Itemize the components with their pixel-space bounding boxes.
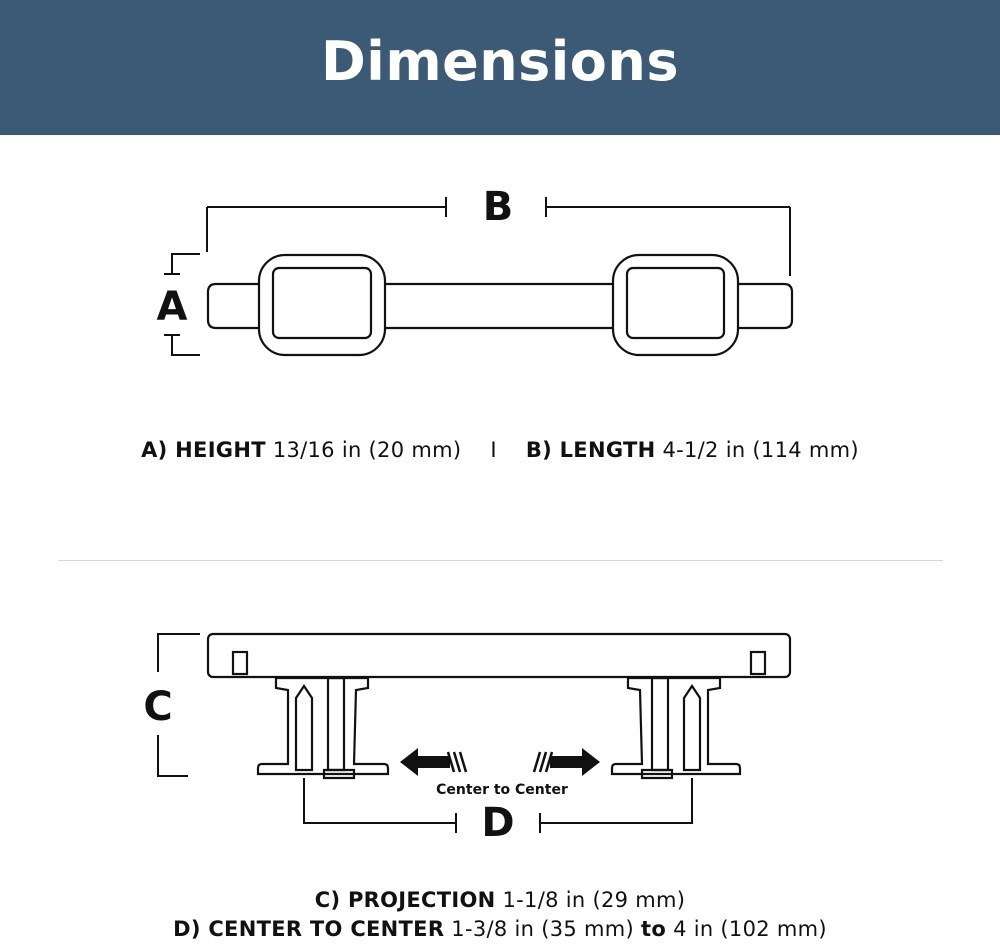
center-to-center-caption: Center to Center [436,782,568,798]
ring-left-inner [271,266,373,340]
dimension-b-label: B [483,184,514,230]
dimension-c-bracket-bottom [157,735,188,777]
ring-right-inner [625,266,726,340]
dimension-c-bracket-top [157,633,200,672]
ring-left-outer [257,253,387,357]
pull-side-view-diagram: Center to Center C D [143,632,792,846]
caption-center-to-center: D) CENTER TO CENTER 1-3/8 in (35 mm) to … [0,917,1000,941]
handle-top-bar [206,632,792,679]
length-key: B) LENGTH [525,438,656,462]
caption-height-length: A) HEIGHT 13/16 in (20 mm) I B) LENGTH 4… [0,438,1000,462]
post-left-web [326,676,346,772]
post-right-foot [640,768,674,780]
section-divider [58,560,943,561]
center-to-center-max: 4 in (102 mm) [673,917,827,941]
projection-key: C) PROJECTION [314,888,496,912]
arrow-right [532,748,600,776]
post-left-outline [256,676,390,776]
center-to-center-min: 1-3/8 in (35 mm) [451,917,635,941]
post-left-screw [294,684,314,772]
height-value: 13/16 in (20 mm) [272,438,462,462]
dimension-d-line-left [303,778,456,824]
ring-right-outer [611,253,740,357]
page-title: Dimensions [320,30,679,93]
pull-front-view-diagram: B A [157,184,794,357]
post-right-outline [610,676,742,776]
dimension-d-line-right [540,778,693,824]
bar-left-end [206,282,259,330]
bar-right-end [738,282,794,330]
dimension-a-bracket-top [171,253,200,274]
center-to-center-key: D) CENTER TO CENTER [173,917,445,941]
dimension-c-label: C [143,684,172,730]
post-right-screw [682,684,702,772]
post-right-web [650,676,670,772]
caption-separator: I [490,438,497,462]
arrow-left [400,748,468,776]
handle-notch-right [749,650,767,676]
dimension-d-label: D [481,800,514,846]
header-banner: Dimensions [0,0,1000,135]
dimension-a-bracket-bottom [171,335,200,356]
projection-value: 1-1/8 in (29 mm) [502,888,686,912]
bar-center [385,282,613,330]
center-to-center-join: to [641,917,667,941]
height-key: A) HEIGHT [141,438,266,462]
handle-notch-left [231,650,249,676]
caption-projection: C) PROJECTION 1-1/8 in (29 mm) [0,888,1000,912]
post-left-foot [322,768,356,780]
length-value: 4-1/2 in (114 mm) [662,438,859,462]
dimension-a-label: A [157,284,188,330]
